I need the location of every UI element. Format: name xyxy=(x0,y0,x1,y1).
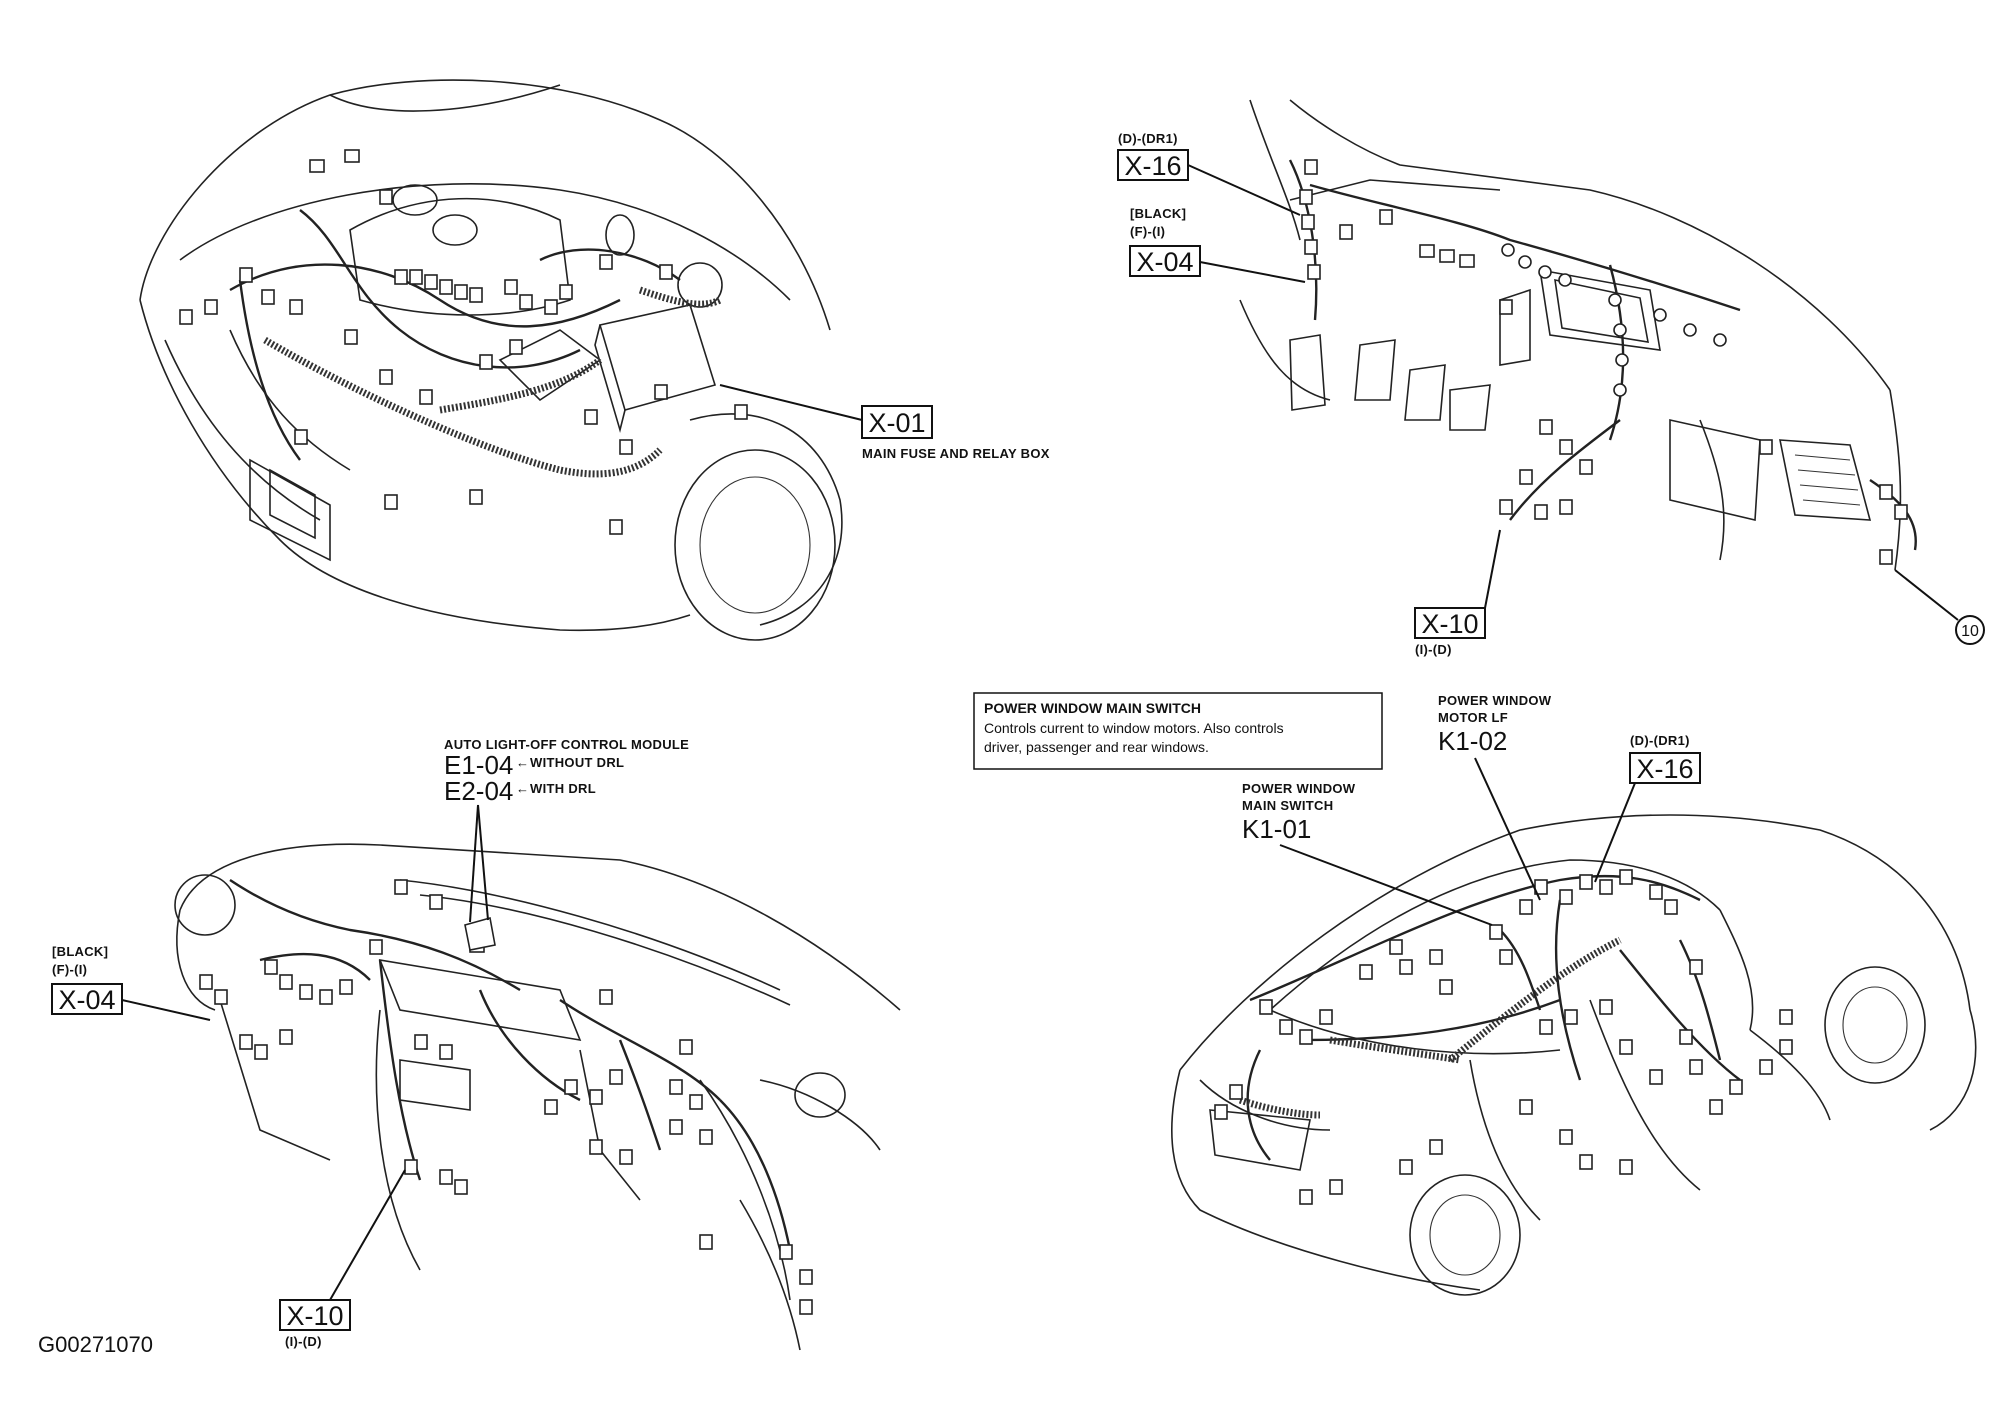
info-box-line1: Controls current to window motors. Also … xyxy=(984,720,1284,736)
callout-x-04-lower: [BLACK] (F)-(I) X-04 xyxy=(51,944,211,1021)
callout-k1-01: POWER WINDOW MAIN SWITCH K1-01 xyxy=(1242,781,1493,926)
dashboard-drawing xyxy=(174,843,901,1351)
callout-x-04-upper: [BLACK] (F)-(I) X-04 xyxy=(1129,206,1306,283)
x-04-note2-lower: (F)-(I) xyxy=(52,962,87,977)
k1-01-code: K1-01 xyxy=(1242,814,1311,844)
e2-04-arrow: ← xyxy=(516,781,529,796)
x-16-note-lower: (D)-(DR1) xyxy=(1630,733,1690,748)
callout-x-10-upper: X-10 (I)-(D) xyxy=(1414,529,1501,657)
circle-ref-10: 10 xyxy=(1894,569,1985,645)
x-01-code: X-01 xyxy=(868,408,925,438)
circle-ref-10-label: 10 xyxy=(1961,623,1979,640)
engine-bay-drawing xyxy=(139,79,843,641)
x-16-note-upper: (D)-(DR1) xyxy=(1118,131,1178,146)
body-drawing xyxy=(1171,814,1977,1296)
e2-04-code: E2-04 xyxy=(444,776,513,806)
x-10-code-upper: X-10 xyxy=(1421,609,1478,639)
auto-light-off-title: AUTO LIGHT-OFF CONTROL MODULE xyxy=(444,737,689,752)
k1-01-line1: POWER WINDOW xyxy=(1242,781,1356,796)
e1-04-description: WITHOUT DRL xyxy=(530,755,624,770)
callout-x-10-lower: X-10 (I)-(D) xyxy=(279,1169,406,1349)
e1-04-code: E1-04 xyxy=(444,750,513,780)
k1-02-code: K1-02 xyxy=(1438,726,1507,756)
x-10-note-upper: (I)-(D) xyxy=(1415,642,1452,657)
info-box-title: POWER WINDOW MAIN SWITCH xyxy=(984,700,1201,716)
callout-x-16-lower: (D)-(DR1) X-16 xyxy=(1594,733,1701,883)
e2-04-description: WITH DRL xyxy=(530,781,596,796)
driver-side-drawing xyxy=(1239,99,1917,571)
x-01-description: MAIN FUSE AND RELAY BOX xyxy=(862,446,1050,461)
x-04-note1-lower: [BLACK] xyxy=(52,944,108,959)
x-04-note2-upper: (F)-(I) xyxy=(1130,224,1165,239)
figure-id: G00271070 xyxy=(38,1332,153,1357)
k1-01-line2: MAIN SWITCH xyxy=(1242,798,1333,813)
x-16-code-lower: X-16 xyxy=(1636,754,1693,784)
callout-k1-02: POWER WINDOW MOTOR LF K1-02 xyxy=(1438,693,1552,901)
info-box-power-window: POWER WINDOW MAIN SWITCH Controls curren… xyxy=(973,692,1383,770)
k1-02-line1: POWER WINDOW xyxy=(1438,693,1552,708)
k1-02-line2: MOTOR LF xyxy=(1438,710,1508,725)
x-04-note1-upper: [BLACK] xyxy=(1130,206,1186,221)
x-04-code-upper: X-04 xyxy=(1136,247,1193,277)
x-10-note-lower: (I)-(D) xyxy=(285,1334,322,1349)
callout-x-01: X-01 MAIN FUSE AND RELAY BOX xyxy=(719,384,1050,461)
x-16-code-upper: X-16 xyxy=(1124,151,1181,181)
e1-04-arrow: ← xyxy=(516,755,529,770)
callout-x-16-upper: (D)-(DR1) X-16 xyxy=(1117,131,1301,216)
callout-auto-light-off: AUTO LIGHT-OFF CONTROL MODULE E1-04 ← WI… xyxy=(444,737,689,923)
x-04-code-lower: X-04 xyxy=(58,985,115,1015)
x-10-code-lower: X-10 xyxy=(286,1301,343,1331)
info-box-line2: driver, passenger and rear windows. xyxy=(984,739,1209,755)
